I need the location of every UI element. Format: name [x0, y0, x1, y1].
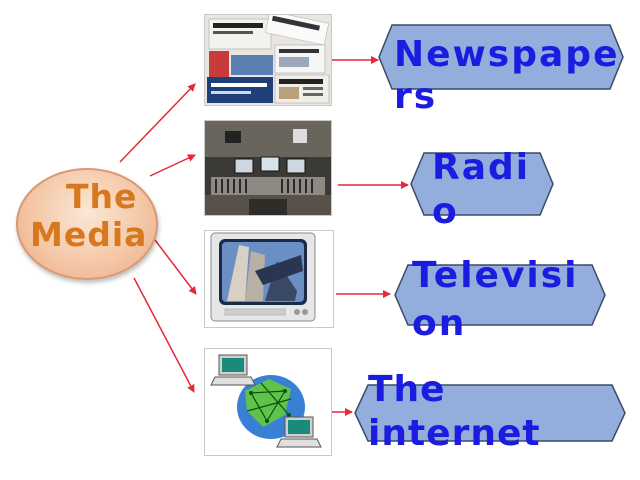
television-icon	[205, 231, 333, 327]
network-globe-icon	[205, 349, 331, 455]
internet-image	[204, 348, 332, 456]
hexagon-shape	[394, 264, 606, 326]
arrow-hub-to-television	[154, 239, 197, 295]
arrow-hub-to-internet	[133, 277, 195, 393]
label-box-radio	[410, 152, 554, 216]
label-television: Television	[412, 255, 579, 344]
radio-image	[204, 120, 332, 216]
arrow-hub-to-radio	[149, 154, 196, 177]
newspapers-icon	[205, 15, 331, 105]
radio-studio-icon	[205, 121, 331, 215]
label-box-internet	[354, 384, 626, 442]
newspapers-image	[204, 14, 332, 106]
label-newspapers: Newspapers	[394, 34, 620, 117]
television-image	[204, 230, 334, 328]
hub-oval	[16, 168, 158, 280]
label-box-newspapers	[378, 24, 624, 90]
label-box-television	[394, 264, 606, 326]
hexagon-shape	[354, 384, 626, 442]
hexagon-shape	[410, 152, 554, 216]
hexagon-shape	[378, 24, 624, 90]
label-radio: Radio	[432, 147, 531, 232]
label-internet: The internet	[368, 369, 541, 454]
arrow-hub-to-newspapers	[119, 83, 196, 163]
